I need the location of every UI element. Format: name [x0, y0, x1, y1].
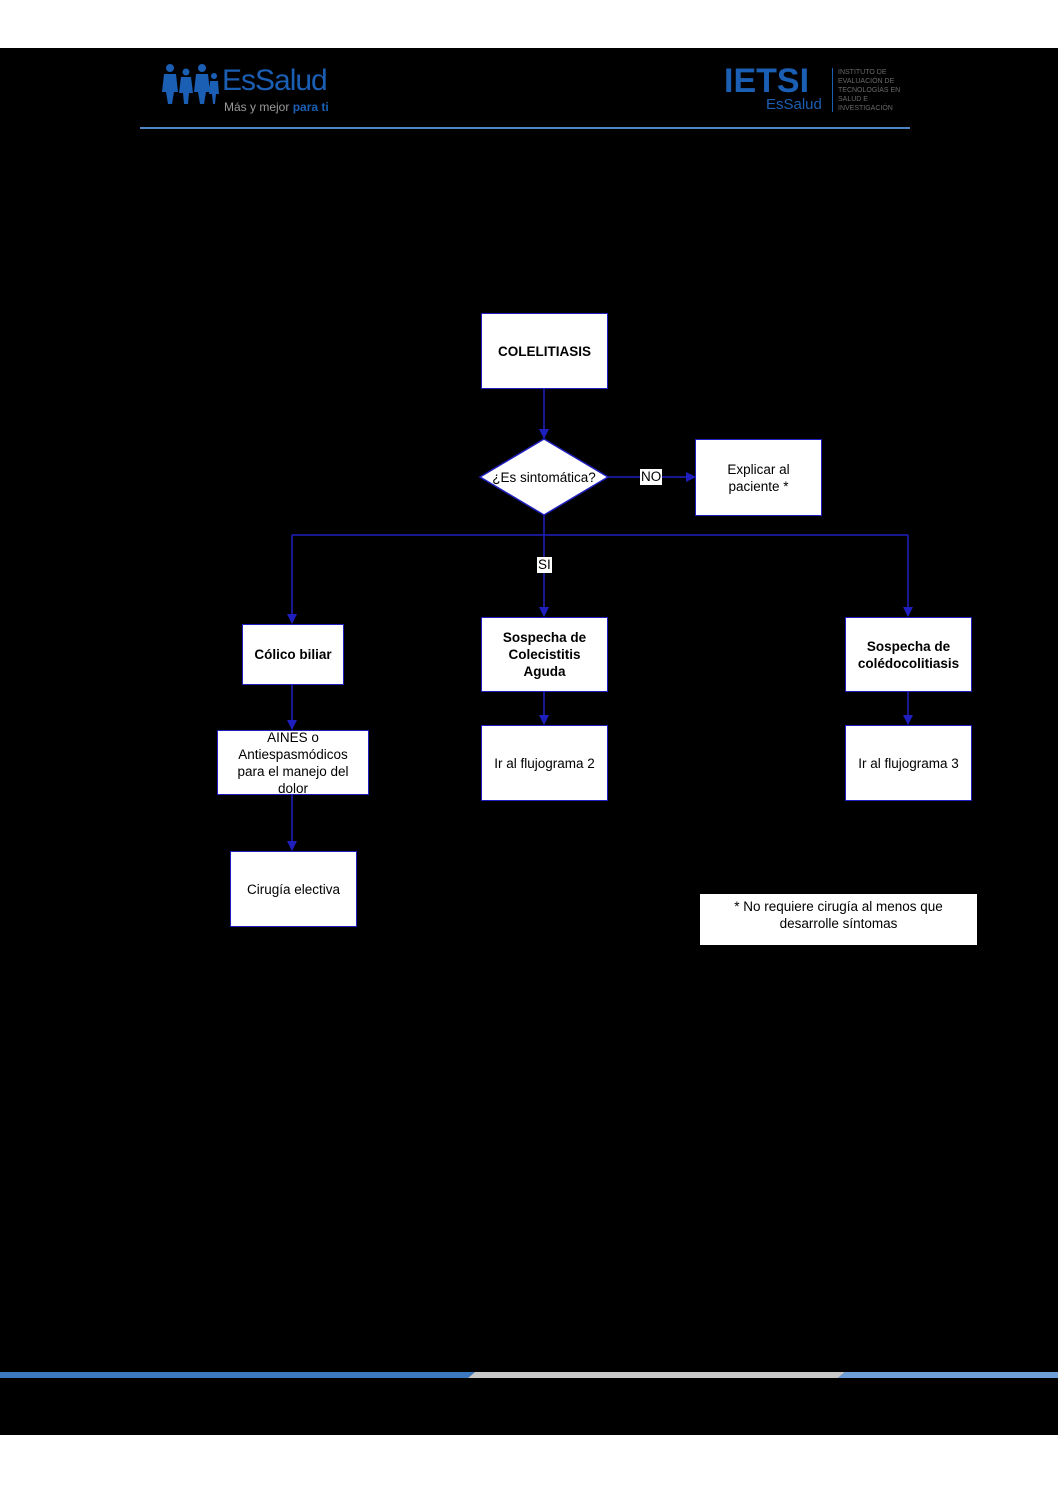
node-colelitiasis: COLELITIASIS — [481, 313, 608, 389]
flowchart-connectors — [287, 389, 913, 851]
ietsi-subbrand: EsSalud — [766, 96, 822, 113]
tagline-regular: Más y mejor — [224, 100, 293, 114]
document-page: EsSalud Más y mejor para ti IETSI EsSalu… — [0, 48, 1058, 1435]
node-explicar-paciente: Explicar al paciente * — [695, 439, 822, 516]
essalud-logo: EsSalud Más y mejor para ti — [160, 56, 340, 116]
family-figures-icon — [162, 64, 219, 104]
edge-label-si: SI — [537, 557, 552, 573]
node-colecistitis-aguda: Sospecha de Colecistitis Aguda — [481, 617, 608, 692]
node-flujograma-2: Ir al flujograma 2 — [481, 725, 608, 801]
node-flujograma-3: Ir al flujograma 3 — [845, 725, 972, 801]
header-rule — [140, 127, 910, 129]
decision-label: ¿Es sintomática? — [492, 469, 596, 485]
ietsi-description: INSTITUTO DE EVALUACIÓN DE TECNOLOGÍAS E… — [838, 69, 901, 112]
footnote-box: * No requiere cirugía al menos que desar… — [700, 894, 977, 945]
node-aines: AINES o Antiespasmódicos para el manejo … — [217, 730, 369, 796]
node-colico-biliar: Cólico biliar — [242, 624, 344, 685]
essalud-wordmark: EsSalud — [222, 64, 328, 97]
essalud-tagline: Más y mejor para ti — [224, 100, 329, 114]
ietsi-wordmark: IETSI — [724, 62, 810, 100]
ietsi-divider — [832, 68, 833, 112]
node-coledocolitiasis: Sospecha de colédocolitiasis — [845, 617, 972, 692]
tagline-bold: para ti — [292, 100, 329, 114]
node-cirugia-electiva: Cirugía electiva — [230, 851, 357, 927]
edge-label-no: NO — [640, 469, 663, 485]
footer-stripe — [0, 1372, 1058, 1378]
ietsi-logo: IETSI EsSalud INSTITUTO DE EVALUACIÓN DE… — [724, 62, 914, 118]
